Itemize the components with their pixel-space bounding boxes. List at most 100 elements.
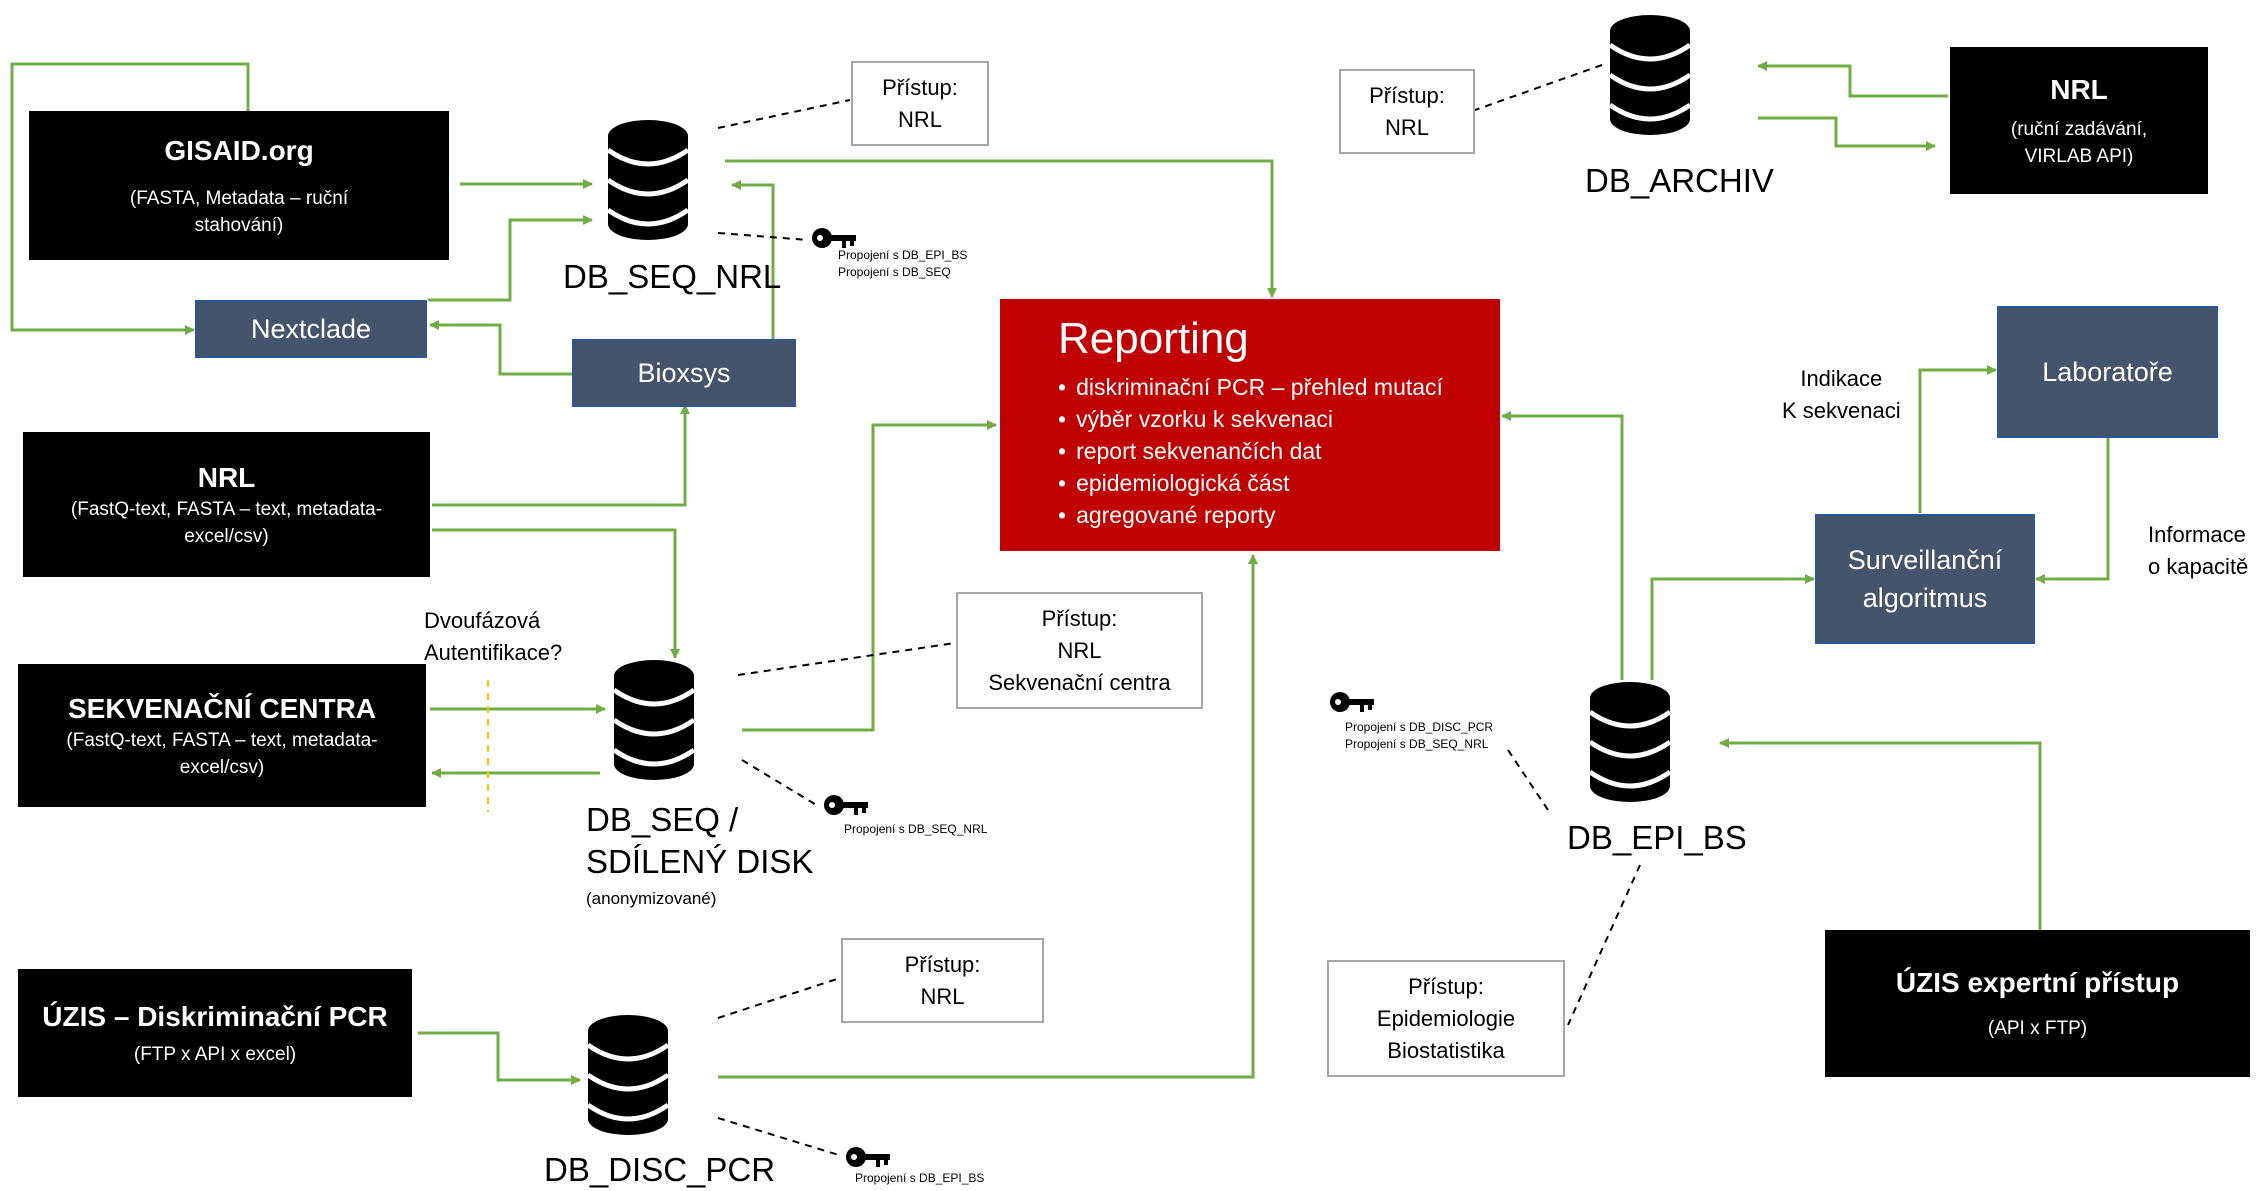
arrow-disc-to-reporting bbox=[718, 554, 1258, 1079]
database-icon-disc bbox=[588, 1015, 668, 1135]
bioxsys-box: Bioxsys bbox=[572, 339, 796, 407]
access-label: Přístup: bbox=[904, 951, 981, 977]
nrl-right-line2: VIRLAB API) bbox=[2024, 145, 2134, 167]
gisaid-line2: stahování) bbox=[194, 214, 284, 236]
link-note: Propojení s DB_SEQ bbox=[838, 265, 951, 279]
key-icon-disc bbox=[846, 1147, 890, 1167]
gisaid-box: GISAID.org (FASTA, Metadata – ruční stah… bbox=[29, 111, 449, 260]
surveillance-line1: Surveillanční bbox=[1847, 545, 2003, 575]
two-factor-line1: Dvoufázová bbox=[424, 608, 541, 633]
dash-disc-access bbox=[717, 977, 841, 1019]
sekv-centra-line1: (FastQ-text, FASTA – text, metadata- bbox=[66, 729, 378, 751]
nrl-right-line1: (ruční zadávání, bbox=[2010, 118, 2148, 140]
arrow-nrl-to-bioxsys bbox=[432, 404, 690, 507]
dash-dbseq-key bbox=[741, 759, 819, 807]
nextclade-box: Nextclade bbox=[195, 300, 427, 358]
nrl-right-box: NRL (ruční zadávání, VIRLAB API) bbox=[1950, 47, 2208, 194]
two-factor-note: Dvoufázová Autentifikace? bbox=[424, 605, 562, 669]
access-label: Přístup: bbox=[1408, 973, 1484, 999]
reporting-item: výběr vzorku k sekvenaci bbox=[1058, 403, 1500, 435]
kapacita-note: Informace o kapacitě bbox=[2148, 519, 2248, 583]
gisaid-title: GISAID.org bbox=[164, 134, 314, 166]
access-value: Epidemiologie bbox=[1376, 1005, 1516, 1031]
kapacita-line1: Informace bbox=[2148, 522, 2246, 547]
access-value: NRL bbox=[1384, 114, 1429, 140]
db-epi-label: DB_EPI_BS bbox=[1567, 819, 1747, 856]
dashed-connectors bbox=[717, 64, 1641, 1157]
indikace-note: Indikace K sekvenaci bbox=[1782, 363, 1901, 427]
db-seq-note: (anonymizované) bbox=[586, 889, 717, 908]
sekv-centra-title: SEKVENAČNÍ CENTRA bbox=[67, 692, 377, 724]
arrow-lab-to-surv bbox=[2035, 438, 2110, 584]
arrow-dbseq-to-reporting bbox=[742, 420, 997, 732]
db-seq-label-line2: SDÍLENÝ DISK bbox=[586, 843, 814, 880]
access-label: Přístup: bbox=[882, 74, 958, 100]
db-seq-nrl-label: DB_SEQ_NRL bbox=[563, 258, 782, 295]
surveillance-box: Surveillanční algoritmus bbox=[1815, 514, 2035, 644]
arrow-uzis-to-disc bbox=[418, 1031, 581, 1085]
indikace-line2: K sekvenaci bbox=[1782, 398, 1901, 423]
laboratore-box: Laboratoře bbox=[1997, 306, 2218, 438]
access-value: NRL bbox=[1057, 637, 1102, 663]
access-value: Biostatistika bbox=[1387, 1037, 1505, 1063]
uzis-expert-title: ÚZIS expertní přístup bbox=[1895, 967, 2180, 998]
link-note: Propojení s DB_EPI_BS bbox=[855, 1171, 985, 1185]
access-label: Přístup: bbox=[1369, 82, 1445, 108]
db-seq-label-line1: DB_SEQ / bbox=[586, 801, 739, 838]
dash-dbseq-access bbox=[737, 642, 956, 676]
key-icon-epi bbox=[1330, 692, 1374, 712]
bioxsys-label: Bioxsys bbox=[637, 358, 731, 388]
arrow-nrl-to-dbseq bbox=[432, 528, 680, 659]
nrl-right-title: NRL bbox=[2050, 73, 2108, 105]
arrow-seqnrl-to-reporting bbox=[725, 159, 1277, 298]
arrow-bioxsys-to-nextclade bbox=[429, 320, 573, 376]
database-icon-archiv bbox=[1610, 15, 1690, 135]
access-value: Sekvenační centra bbox=[988, 669, 1171, 695]
link-note: Propojení s DB_SEQ_NRL bbox=[844, 822, 988, 836]
arrow-gisaid-loop-to-nextclade bbox=[10, 62, 250, 335]
dash-seqnrl-key bbox=[717, 232, 809, 241]
two-factor-line2: Autentifikace? bbox=[424, 640, 563, 665]
dash-epi-access bbox=[1567, 864, 1641, 1026]
sekv-centra-box: SEKVENAČNÍ CENTRA (FastQ-text, FASTA – t… bbox=[18, 664, 426, 807]
nrl-source-title: NRL bbox=[197, 461, 256, 493]
access-box-archiv: Přístup: NRL bbox=[1339, 69, 1475, 154]
nrl-source-line2: excel/csv) bbox=[184, 525, 269, 547]
dash-epi-key bbox=[1507, 749, 1549, 811]
access-box-disc: Přístup: NRL bbox=[841, 938, 1044, 1023]
link-note: Propojení s DB_SEQ_NRL bbox=[1345, 737, 1489, 751]
db-archiv-label: DB_ARCHIV bbox=[1585, 162, 1774, 199]
gisaid-line1: (FASTA, Metadata – ruční bbox=[129, 187, 349, 209]
kapacita-line2: o kapacitě bbox=[2148, 554, 2249, 579]
access-label: Přístup: bbox=[1041, 605, 1118, 631]
access-value: NRL bbox=[897, 106, 942, 132]
nrl-source-box: NRL (FastQ-text, FASTA – text, metadata-… bbox=[23, 432, 430, 577]
arrows bbox=[10, 61, 2110, 1085]
reporting-item: diskriminační PCR – přehled mutací bbox=[1058, 371, 1500, 403]
db-disc-label: DB_DISC_PCR bbox=[544, 1151, 776, 1188]
database-icon-seq-nrl bbox=[608, 120, 688, 240]
link-note: Propojení s DB_DISC_PCR bbox=[1345, 720, 1494, 734]
reporting-item: epidemiologická část bbox=[1058, 467, 1500, 499]
arrow-epi-to-surv bbox=[1650, 574, 1815, 680]
reporting-title: Reporting bbox=[1058, 314, 1249, 363]
access-box-seq-nrl: Přístup: NRL bbox=[851, 61, 989, 146]
reporting-item: agregované reporty bbox=[1058, 499, 1500, 531]
arrow-bioxsys-to-seqnrl bbox=[731, 180, 775, 340]
access-box-epi: Přístup: Epidemiologie Biostatistika bbox=[1327, 960, 1565, 1077]
laboratore-label: Laboratoře bbox=[2042, 357, 2173, 387]
arrow-epi-to-reporting bbox=[1501, 411, 1624, 680]
arrow-nrlright-to-archiv bbox=[1757, 61, 1948, 98]
key-icon-seq bbox=[824, 795, 868, 815]
sekv-centra-line2: excel/csv) bbox=[179, 756, 265, 778]
arrow-archiv-to-nrlright bbox=[1758, 116, 1936, 151]
nextclade-label: Nextclade bbox=[250, 314, 372, 344]
access-value: NRL bbox=[920, 983, 965, 1009]
uzis-expert-box: ÚZIS expertní přístup (API x FTP) bbox=[1825, 930, 2250, 1077]
indikace-line1: Indikace bbox=[1800, 366, 1883, 391]
key-icon-seq-nrl bbox=[812, 228, 856, 248]
uzis-pcr-line1: (FTP x API x excel) bbox=[133, 1043, 297, 1065]
reporting-box: Reporting diskriminační PCR – přehled mu… bbox=[1000, 299, 1500, 551]
dash-seqnrl-access bbox=[717, 99, 851, 129]
